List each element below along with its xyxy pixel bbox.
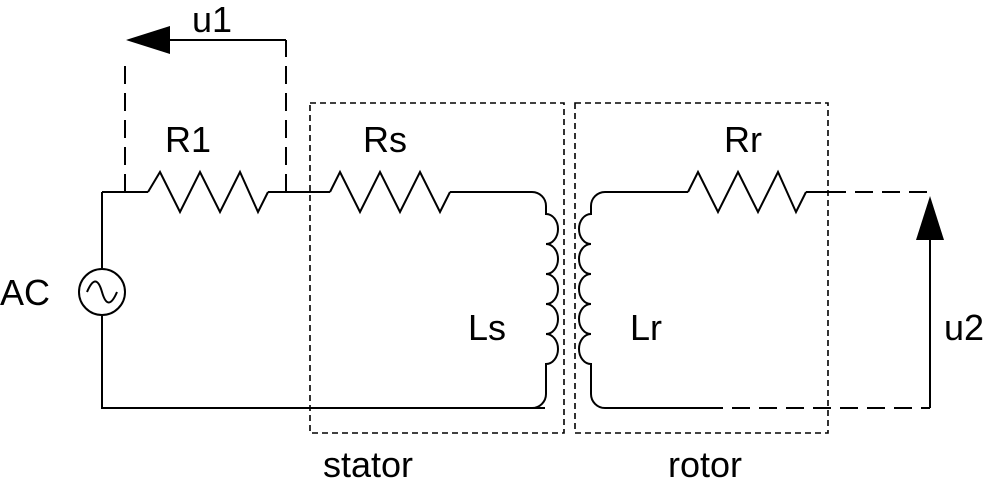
wire-bottom-primary xyxy=(101,316,545,409)
resistor-rs xyxy=(329,169,451,215)
inductor-lr xyxy=(578,191,606,409)
ls-label: Ls xyxy=(468,307,506,348)
r1-label: R1 xyxy=(165,119,211,160)
u2-label: u2 xyxy=(944,307,984,348)
sine-wave-icon xyxy=(86,280,118,304)
inductor-ls xyxy=(531,191,559,409)
stator-label: stator xyxy=(323,444,413,483)
rotor-box xyxy=(574,102,829,434)
stator-box xyxy=(309,102,565,434)
rr-label: Rr xyxy=(724,119,762,160)
lr-label: Lr xyxy=(630,307,662,348)
resistor-r1 xyxy=(147,169,269,215)
u1-arrow-head xyxy=(126,26,170,54)
ac-label: AC xyxy=(0,272,50,313)
rotor-label: rotor xyxy=(668,444,742,483)
u2-arrow-head xyxy=(916,196,944,240)
rs-label: Rs xyxy=(363,119,407,160)
resistor-rr xyxy=(687,169,807,215)
u1-label: u1 xyxy=(192,0,232,40)
